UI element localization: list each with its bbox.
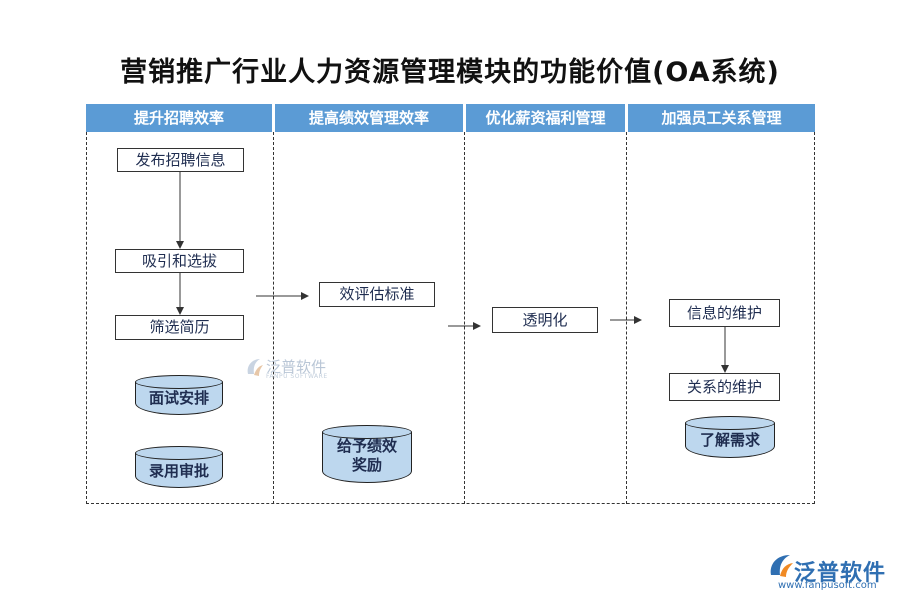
- logo-name: 泛普软件: [794, 561, 887, 586]
- step-publish-recruitment: 发布招聘信息: [117, 148, 244, 172]
- step-evaluation-standard: 效评估标准: [319, 282, 435, 307]
- step-attract-select: 吸引和选拔: [115, 249, 244, 273]
- header-recruitment: 提升招聘效率: [86, 104, 272, 132]
- diagram-title: 营销推广行业人力资源管理模块的功能价值(OA系统): [120, 57, 780, 88]
- logo-url: www.fanpusoft.com: [778, 580, 877, 591]
- column-separator: [626, 132, 627, 504]
- db-performance-reward-line1: 给予绩效: [336, 437, 397, 455]
- header-employee-relations: 加强员工关系管理: [628, 104, 815, 132]
- db-understand-needs-label: 了解需求: [699, 431, 760, 449]
- header-compensation: 优化薪资福利管理: [466, 104, 625, 132]
- watermark-logo-icon: [247, 359, 263, 376]
- diagram-frame: [86, 132, 815, 504]
- db-hiring-approval: 录用审批: [135, 446, 223, 488]
- step-transparency: 透明化: [492, 307, 598, 333]
- db-hiring-approval-label: 录用审批: [148, 462, 209, 480]
- column-separator: [273, 132, 274, 504]
- step-info-maintenance: 信息的维护: [669, 299, 780, 327]
- db-performance-reward: 给予绩效 奖励: [322, 425, 412, 483]
- db-understand-needs: 了解需求: [685, 416, 775, 458]
- watermark-subtitle: FANPU SOFTWARE: [266, 373, 328, 380]
- fanpu-logo-icon: [770, 555, 793, 577]
- db-performance-reward-line2: 奖励: [351, 456, 382, 474]
- watermark-name: 泛普软件: [266, 358, 327, 376]
- step-screen-resumes: 筛选简历: [115, 315, 244, 340]
- db-interview-schedule-label: 面试安排: [148, 389, 209, 407]
- column-separator: [464, 132, 465, 504]
- db-interview-schedule: 面试安排: [135, 375, 223, 415]
- header-performance: 提高绩效管理效率: [275, 104, 463, 132]
- step-relation-maintenance: 关系的维护: [669, 373, 780, 401]
